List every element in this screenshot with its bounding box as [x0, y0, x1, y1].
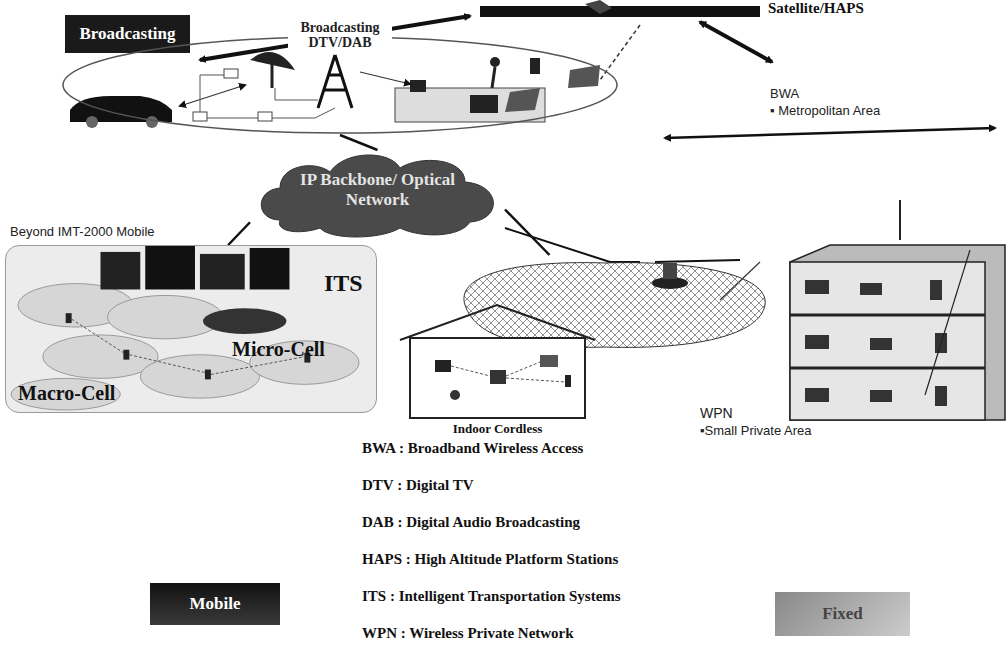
- region-subtitle: ▪Small Private Area: [700, 423, 812, 438]
- mobile-region: Beyond IMT-2000 MobileMacro-CellMicro-Ce…: [5, 245, 377, 413]
- satellite-label: Satellite/HAPS: [768, 0, 864, 17]
- house-node-shape: [395, 300, 600, 440]
- region-title: Broadcasting DTV/DAB: [288, 20, 392, 50]
- legend-line: DTV : Digital TV: [362, 477, 474, 494]
- legend-line: BWA : Broadband Wireless Access: [362, 440, 583, 457]
- legend-line: HAPS : High Altitude Platform Stations: [362, 551, 618, 568]
- its-label-node: ITS: [324, 270, 334, 280]
- its-label: ITS: [324, 270, 363, 297]
- satellite-platform: [480, 6, 760, 17]
- bwa-link: [665, 128, 995, 138]
- satellite-link: [700, 22, 772, 62]
- broadcast-tower: [318, 55, 352, 108]
- bwa-subtitle: ▪ Metropolitan Area: [770, 103, 880, 118]
- region-heading: Beyond IMT-2000 Mobile: [10, 224, 155, 239]
- car-icon: [70, 96, 172, 122]
- network-link: [505, 210, 550, 256]
- category-title: Fixed: [822, 604, 863, 624]
- region-title: WPN: [700, 405, 733, 421]
- broadcast-region: Broadcasting DTV/DAB: [60, 20, 620, 135]
- terminal-devices: [395, 88, 545, 122]
- legend-line: WPN : Wireless Private Network: [362, 625, 574, 642]
- cell-label-node: Macro-Cell: [18, 382, 28, 392]
- cell-label: Micro-Cell: [232, 338, 325, 361]
- satellite-icon: [585, 0, 612, 14]
- category-box: Fixed: [775, 592, 910, 636]
- house-node: Indoor Cordless: [395, 300, 600, 440]
- legend-line: ITS : Intelligent Transportation Systems: [362, 588, 621, 605]
- network-link: [340, 135, 378, 150]
- category-box: Mobile: [150, 583, 280, 625]
- backbone-cloud: IP Backbone/ Optical Network: [250, 150, 505, 235]
- legend-line: DAB : Digital Audio Broadcasting: [362, 514, 580, 531]
- house-label: Indoor Cordless: [395, 421, 600, 437]
- category-title: Mobile: [190, 594, 241, 614]
- bwa-label: BWA: [770, 86, 799, 101]
- cell-label-node: Micro-Cell: [232, 338, 242, 348]
- category-title: Broadcasting: [79, 24, 175, 44]
- cell-label: Macro-Cell: [18, 382, 115, 405]
- network-link: [228, 222, 250, 245]
- office-building: [790, 200, 1005, 420]
- cloud-label: IP Backbone/ Optical Network: [298, 170, 457, 210]
- satellite-link: [200, 16, 470, 60]
